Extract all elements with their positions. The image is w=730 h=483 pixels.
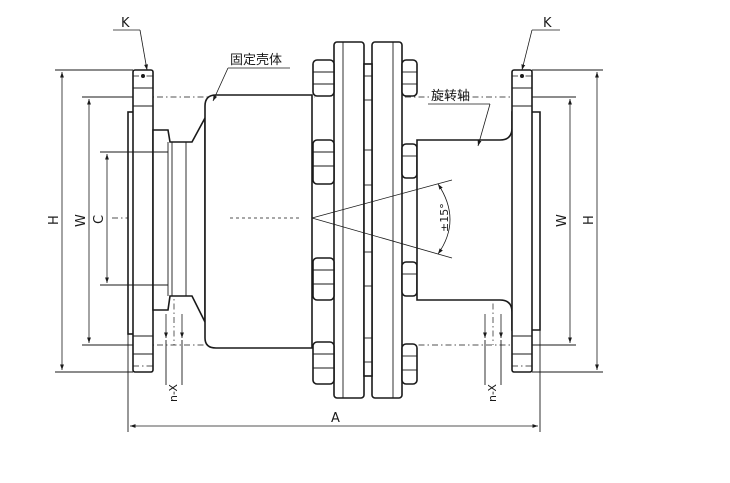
center-flanges	[312, 41, 418, 399]
label-h-right: H	[582, 215, 597, 225]
bolt-hole-marker	[520, 74, 524, 78]
right-flange	[511, 69, 533, 373]
bolt-nuts-right	[401, 59, 418, 385]
label-fixed-housing: 固定壳体	[230, 53, 282, 68]
label-h-left: H	[47, 215, 62, 225]
left-flange	[127, 69, 154, 373]
label-k-right: K	[543, 16, 552, 31]
swivel-angle-indicator: ±15°	[311, 179, 453, 259]
fixed-housing	[204, 94, 313, 349]
label-w-right: W	[555, 214, 570, 227]
dimension-lines	[55, 69, 603, 432]
label-k-left: K	[121, 16, 130, 31]
label-c-left: C	[92, 215, 107, 224]
label-a: A	[331, 411, 340, 426]
bolt-hole-marker	[141, 74, 145, 78]
leader-lines	[113, 29, 560, 147]
label-nx-left: n-X	[167, 384, 180, 402]
angle-label: ±15°	[438, 203, 451, 232]
label-rotating-shaft: 旋转轴	[431, 89, 470, 104]
label-w-left: W	[74, 214, 89, 227]
left-neck	[152, 117, 206, 323]
bolt-nuts-left	[312, 59, 335, 385]
label-nx-right: n-X	[486, 384, 499, 402]
